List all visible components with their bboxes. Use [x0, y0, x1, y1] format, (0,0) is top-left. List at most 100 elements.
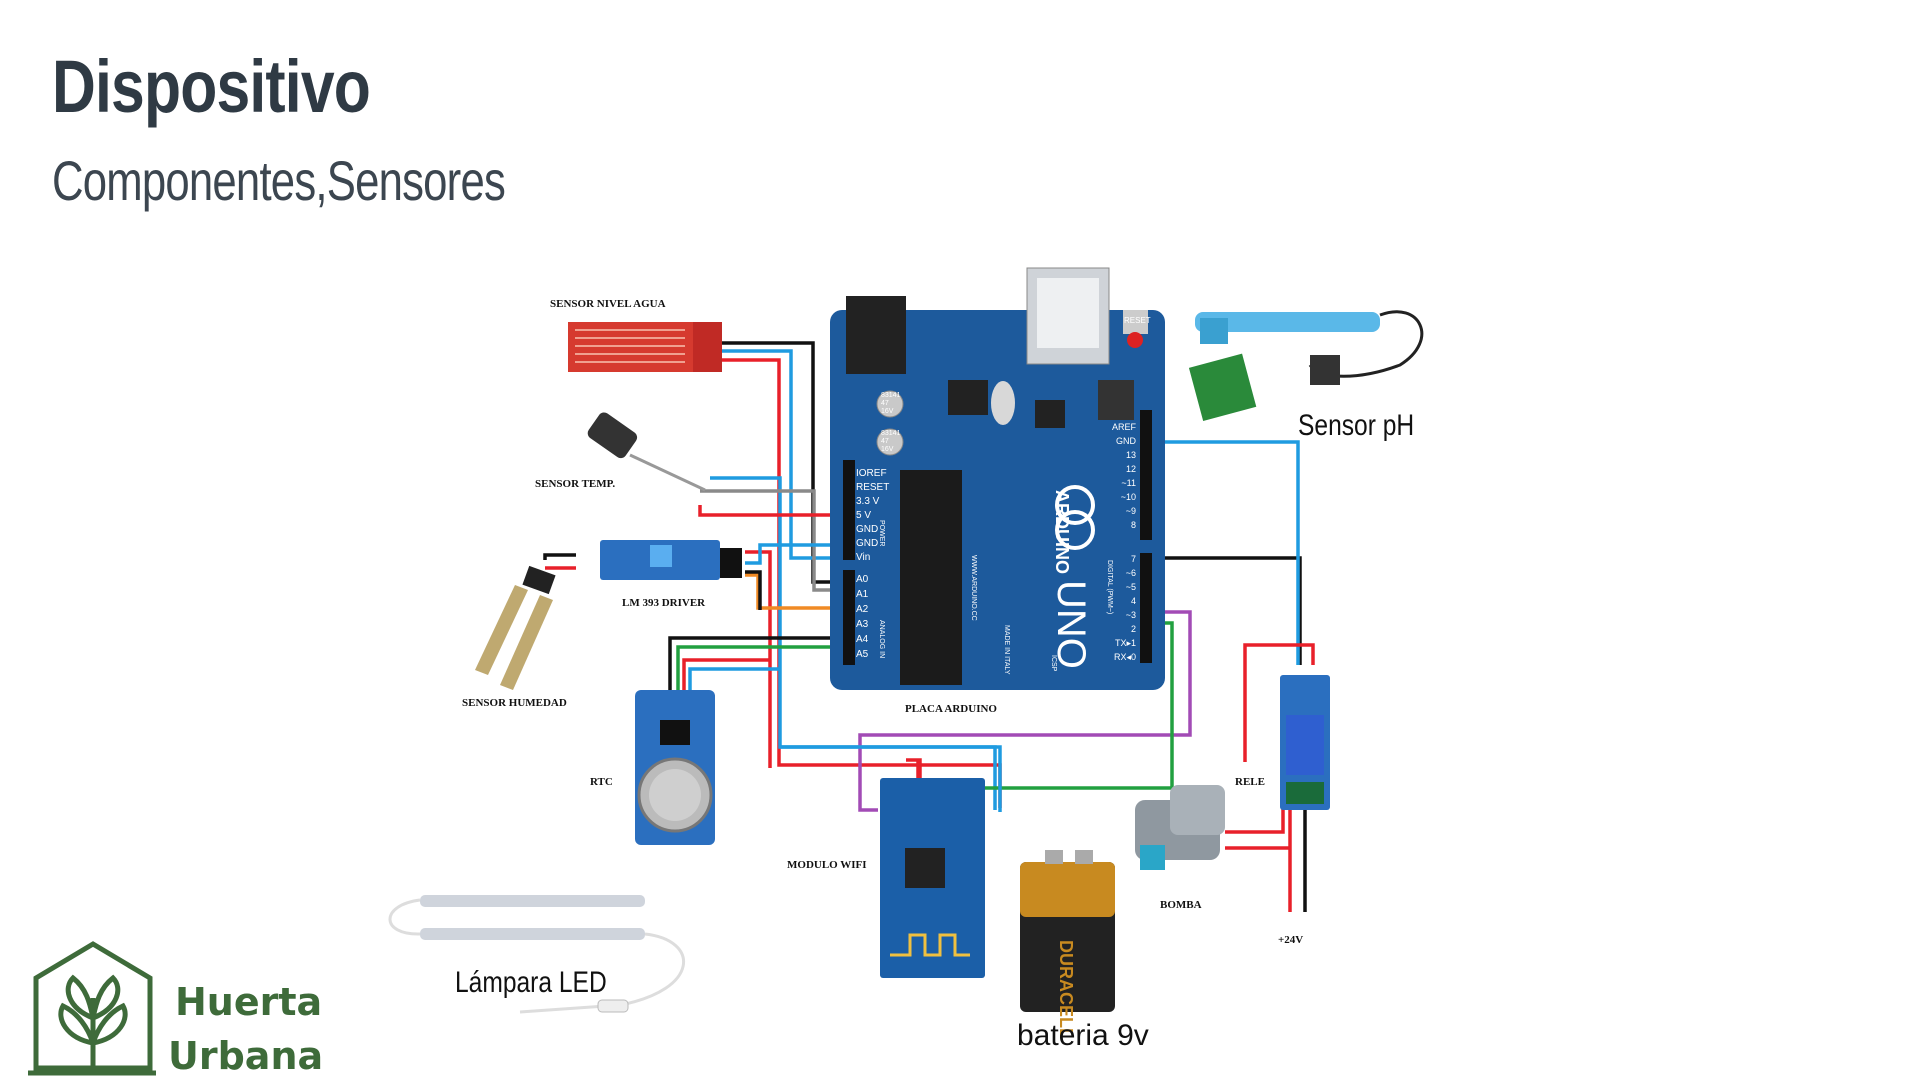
- wire-water-black: [720, 341, 845, 584]
- label-sensor-temp: SENSOR TEMP.: [535, 478, 615, 490]
- water-level-sensor: [568, 322, 722, 372]
- lm393-module: [600, 540, 742, 580]
- wire-rtc-red: [682, 658, 770, 690]
- analog-pin-labels: A0 A1 A2 A3 A4 A5: [856, 574, 869, 660]
- svg-text:3.3 V: 3.3 V: [856, 496, 880, 507]
- svg-text:16V: 16V: [881, 408, 894, 415]
- svg-text:5 V: 5 V: [856, 510, 871, 521]
- wire-water-blue: [720, 349, 845, 560]
- svg-text:~5: ~5: [1126, 582, 1136, 592]
- label-sensor-ph: Sensor pH: [1298, 408, 1414, 442]
- wire-wifi-red: [906, 758, 922, 780]
- rtc-module: [635, 690, 715, 845]
- svg-text:A4: A4: [856, 634, 869, 645]
- logo-line2: Urbana: [168, 1034, 323, 1078]
- wire-ph-blue: [1140, 440, 1300, 665]
- svg-text:47: 47: [881, 438, 889, 445]
- svg-text:GND: GND: [856, 524, 878, 535]
- svg-text:12: 12: [1126, 464, 1136, 474]
- logo: Huerta Urbana: [28, 941, 323, 1078]
- wire-temp-red: [698, 505, 845, 517]
- relay-module: [1280, 675, 1330, 810]
- label-lm393: LM 393 DRIVER: [622, 597, 706, 609]
- wire-rtc-green: [676, 645, 845, 690]
- power-pin-labels: IOREF RESET 3.3 V 5 V GND GND Vin: [856, 468, 889, 563]
- soil-moisture-probe: [475, 565, 556, 690]
- wifi-module: [880, 778, 985, 978]
- svg-text:Vin: Vin: [856, 552, 870, 563]
- svg-text:A2: A2: [856, 604, 869, 615]
- svg-text:A3: A3: [856, 619, 869, 630]
- wire-rtc-black: [668, 636, 845, 690]
- wire-relay-black: [1140, 556, 1302, 665]
- label-lampara: Lámpara LED: [455, 965, 607, 999]
- svg-text:~11: ~11: [1121, 478, 1136, 488]
- label-24v: +24V: [1278, 934, 1303, 946]
- svg-text:A1: A1: [856, 589, 869, 600]
- svg-text:ANALOG IN: ANALOG IN: [878, 620, 885, 658]
- svg-text:A0: A0: [856, 574, 869, 585]
- label-bateria: bateria 9v: [1017, 1019, 1149, 1052]
- wire-wifi-purple: [858, 610, 1192, 812]
- wire-probe-black: [543, 553, 576, 560]
- svg-text:RESET: RESET: [856, 482, 889, 493]
- board-small-text: POWER ANALOG IN DIGITAL (PWM~) WWW.ARDUI…: [878, 392, 1113, 675]
- svg-text:47: 47: [881, 400, 889, 407]
- svg-text:AREF: AREF: [1112, 422, 1137, 432]
- label-sensor-nivel-agua: SENSOR NIVEL AGUA: [550, 298, 666, 310]
- label-bomba: BOMBA: [1160, 899, 1202, 911]
- svg-text:83141: 83141: [881, 430, 901, 437]
- arduino-model: UNO: [1049, 580, 1093, 669]
- logo-line1: Huerta: [175, 980, 322, 1024]
- wire-pump-red1: [1225, 800, 1285, 834]
- wire-temp-gray: [700, 489, 845, 592]
- svg-text:TX▸1: TX▸1: [1115, 638, 1136, 648]
- svg-text:POWER: POWER: [878, 520, 885, 546]
- label-rtc: RTC: [590, 776, 613, 788]
- svg-text:IOREF: IOREF: [856, 468, 887, 479]
- svg-text:GND: GND: [1116, 436, 1137, 446]
- label-sensor-humedad: SENSOR HUMEDAD: [462, 697, 567, 709]
- svg-text:~3: ~3: [1126, 610, 1136, 620]
- reset-label: RESET: [1124, 316, 1151, 325]
- svg-text:DIGITAL (PWM~): DIGITAL (PWM~): [1106, 560, 1113, 614]
- temperature-sensor: [587, 412, 706, 492]
- svg-text:WWW.ARDUINO.CC: WWW.ARDUINO.CC: [970, 555, 977, 621]
- svg-text:~6: ~6: [1126, 568, 1136, 578]
- svg-text:8: 8: [1131, 520, 1136, 530]
- digital-pin-labels: AREF GND 13 12 ~11 ~10 ~9 8 7 ~6 ~5 4 ~3…: [1112, 422, 1137, 662]
- wire-lm-red: [745, 550, 772, 768]
- svg-text:MADE IN ITALY: MADE IN ITALY: [1003, 625, 1010, 675]
- svg-text:~10: ~10: [1121, 492, 1136, 502]
- svg-text:7: 7: [1131, 554, 1136, 564]
- wire-relay-red: [1243, 643, 1315, 762]
- slide-subtitle: Componentes,Sensores: [52, 149, 506, 212]
- label-modulo-wifi: MODULO WIFI: [787, 859, 867, 871]
- wire-lm-orange: [745, 573, 845, 610]
- svg-text:4: 4: [1131, 596, 1136, 606]
- ph-sensor: [1188, 310, 1424, 422]
- arduino-board: RESET ARDUINO UNO IOREF RESET 3.3 V 5 V …: [830, 267, 1165, 690]
- svg-text:83141: 83141: [881, 392, 901, 399]
- wire-rtc-blue: [688, 667, 780, 690]
- led-lamp: [388, 895, 685, 1014]
- arduino-brand: ARDUINO: [1052, 490, 1072, 574]
- label-placa-arduino: PLACA ARDUINO: [905, 703, 997, 715]
- wire-wifi-blue: [780, 745, 1002, 812]
- svg-text:RX◂0: RX◂0: [1114, 652, 1136, 662]
- svg-text:GND: GND: [856, 538, 878, 549]
- svg-text:ICSP: ICSP: [1050, 655, 1057, 672]
- svg-text:13: 13: [1126, 450, 1136, 460]
- wire-lm-blue: [745, 543, 845, 565]
- svg-text:16V: 16V: [881, 446, 894, 453]
- wires: [543, 341, 1315, 912]
- svg-text:~9: ~9: [1126, 506, 1136, 516]
- water-pump: [1135, 785, 1225, 870]
- diagram-labels: SENSOR NIVEL AGUA SENSOR TEMP. LM 393 DR…: [455, 298, 1414, 1052]
- wire-lm-black: [745, 570, 762, 610]
- label-rele: RELE: [1235, 776, 1265, 788]
- svg-text:2: 2: [1131, 624, 1136, 634]
- battery-9v: DURACELL: [1020, 850, 1115, 1039]
- plant-house-icon: [28, 941, 156, 1076]
